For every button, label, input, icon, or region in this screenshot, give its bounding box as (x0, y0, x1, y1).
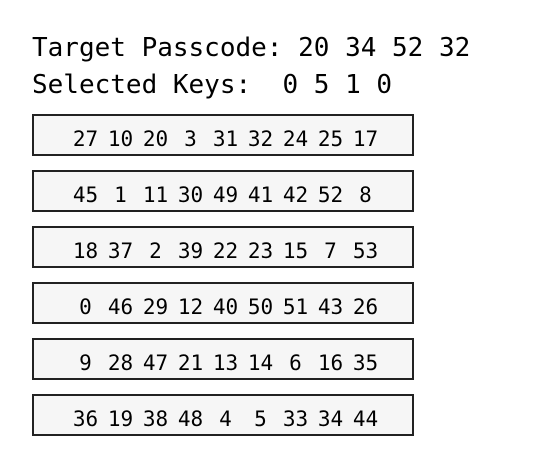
key-cell[interactable]: 23 (247, 239, 274, 263)
key-cell[interactable]: 41 (247, 183, 274, 207)
key-cell[interactable]: 9 (79, 351, 92, 375)
key-cell[interactable]: 48 (177, 407, 204, 431)
key-cell[interactable]: 24 (282, 127, 309, 151)
key-cell[interactable]: 6 (289, 351, 302, 375)
key-cell[interactable]: 43 (317, 295, 344, 319)
key-cell[interactable]: 27 (72, 127, 99, 151)
key-cell[interactable]: 0 (79, 295, 92, 319)
selected-keys-line: Selected Keys: 0 5 1 0 (32, 72, 392, 98)
key-cell[interactable]: 26 (352, 295, 379, 319)
key-cell[interactable]: 39 (177, 239, 204, 263)
key-cell[interactable]: 11 (142, 183, 169, 207)
key-cell[interactable]: 7 (324, 239, 337, 263)
key-cell[interactable]: 18 (72, 239, 99, 263)
target-passcode-label: Target Passcode: (32, 33, 283, 63)
key-row-3: 0 46 29 12 40 50 51 43 26 (32, 282, 414, 324)
key-cell[interactable]: 34 (317, 407, 344, 431)
target-passcode-value: 20 34 52 32 (298, 33, 471, 63)
key-cell[interactable]: 49 (212, 183, 239, 207)
key-cell[interactable]: 1 (114, 183, 127, 207)
key-cell[interactable]: 5 (254, 407, 267, 431)
key-cell[interactable]: 31 (212, 127, 239, 151)
key-cell[interactable]: 21 (177, 351, 204, 375)
key-row-4: 9 28 47 21 13 14 6 16 35 (32, 338, 414, 380)
key-cell[interactable]: 32 (247, 127, 274, 151)
key-cell[interactable]: 29 (142, 295, 169, 319)
key-cell[interactable]: 4 (219, 407, 232, 431)
key-cell[interactable]: 13 (212, 351, 239, 375)
keypad: 27 10 20 3 31 32 24 25 17 45 1 11 30 49 … (32, 114, 414, 450)
key-cell[interactable]: 35 (352, 351, 379, 375)
key-cell[interactable]: 19 (107, 407, 134, 431)
key-cell[interactable]: 16 (317, 351, 344, 375)
key-cell[interactable]: 37 (107, 239, 134, 263)
target-passcode-line: Target Passcode: 20 34 52 32 (32, 35, 470, 61)
key-cell[interactable]: 36 (72, 407, 99, 431)
key-cell[interactable]: 25 (317, 127, 344, 151)
key-cell[interactable]: 30 (177, 183, 204, 207)
key-cell[interactable]: 28 (107, 351, 134, 375)
key-row-5: 36 19 38 48 4 5 33 34 44 (32, 394, 414, 436)
key-cell[interactable]: 12 (177, 295, 204, 319)
key-row-1: 45 1 11 30 49 41 42 52 8 (32, 170, 414, 212)
key-cell[interactable]: 2 (149, 239, 162, 263)
key-cell[interactable]: 42 (282, 183, 309, 207)
key-cell[interactable]: 47 (142, 351, 169, 375)
key-cell[interactable]: 17 (352, 127, 379, 151)
key-cell[interactable]: 40 (212, 295, 239, 319)
key-cell[interactable]: 50 (247, 295, 274, 319)
key-cell[interactable]: 38 (142, 407, 169, 431)
key-cell[interactable]: 15 (282, 239, 309, 263)
key-cell[interactable]: 46 (107, 295, 134, 319)
key-cell[interactable]: 53 (352, 239, 379, 263)
key-cell[interactable]: 22 (212, 239, 239, 263)
key-cell[interactable]: 33 (282, 407, 309, 431)
key-cell[interactable]: 20 (142, 127, 169, 151)
key-cell[interactable]: 10 (107, 127, 134, 151)
key-row-0: 27 10 20 3 31 32 24 25 17 (32, 114, 414, 156)
key-cell[interactable]: 3 (184, 127, 197, 151)
key-row-2: 18 37 2 39 22 23 15 7 53 (32, 226, 414, 268)
key-cell[interactable]: 51 (282, 295, 309, 319)
key-cell[interactable]: 44 (352, 407, 379, 431)
key-cell[interactable]: 45 (72, 183, 99, 207)
selected-keys-label: Selected Keys: (32, 70, 252, 100)
key-cell[interactable]: 52 (317, 183, 344, 207)
key-cell[interactable]: 14 (247, 351, 274, 375)
key-cell[interactable]: 8 (359, 183, 372, 207)
selected-keys-value: 0 5 1 0 (282, 70, 393, 100)
